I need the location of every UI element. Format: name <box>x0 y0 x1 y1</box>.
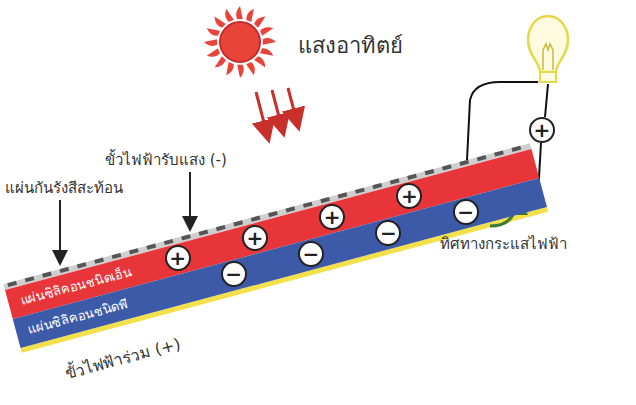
sun-ray <box>236 6 243 19</box>
sun-ray <box>226 62 234 75</box>
sun-ray <box>246 62 255 75</box>
sun-ray <box>246 9 254 22</box>
charge-circle: − <box>221 261 247 287</box>
sun-ray <box>207 48 220 57</box>
sun-ray <box>207 28 220 36</box>
common-electrode-label: ขั้วไฟฟ้าร่วม (+) <box>62 331 183 386</box>
sun-ray <box>263 38 276 45</box>
charge-sign: + <box>247 228 264 248</box>
n-type-silicon: แผ่นซิลิคอนชนิดเอ็น <box>5 149 539 319</box>
light-bulb <box>528 16 568 82</box>
charge-sign: + <box>169 248 186 268</box>
sun-ray <box>215 17 226 28</box>
leader-arrow <box>189 172 191 228</box>
sun-ray <box>225 9 234 22</box>
sun-ray <box>260 27 273 36</box>
charge-sign: − <box>457 202 474 222</box>
charge-sign: + <box>534 120 551 140</box>
charge-circle: − <box>375 220 401 246</box>
current-direction-label: ทิศทางกระแสไฟฟ้า <box>440 232 567 256</box>
light-arrow <box>288 88 298 126</box>
charge-circle: + <box>319 204 345 230</box>
charge-circle: − <box>453 199 479 225</box>
light-arrow <box>256 92 268 138</box>
charge-circle: + <box>242 225 268 251</box>
charge-sign: − <box>303 244 320 264</box>
sun-ray <box>254 56 265 67</box>
anti-reflection-label: แผ่นกันรังสีสะท้อน <box>5 176 123 200</box>
sun-ray <box>260 48 273 56</box>
sun-ray <box>204 39 217 46</box>
charge-circle: + <box>165 245 191 271</box>
sun <box>204 6 276 78</box>
charge-sign: − <box>380 223 397 243</box>
front-electrode-label: ขั้วไฟฟ้ารับแสง (-) <box>105 148 227 172</box>
charge-sign: + <box>401 186 418 206</box>
sun-ray <box>215 56 226 67</box>
leader-arrow <box>59 200 61 262</box>
charge-circle: + <box>529 117 555 143</box>
sun-ray <box>237 65 244 78</box>
charge-circle: − <box>298 241 324 267</box>
sun-ray <box>254 17 265 28</box>
wire <box>467 82 538 160</box>
light-arrow <box>272 90 283 132</box>
charge-sign: − <box>225 264 242 284</box>
wire <box>545 84 548 117</box>
sunlight-label: แสงอาทิตย์ <box>298 28 403 63</box>
charge-sign: + <box>324 207 341 227</box>
